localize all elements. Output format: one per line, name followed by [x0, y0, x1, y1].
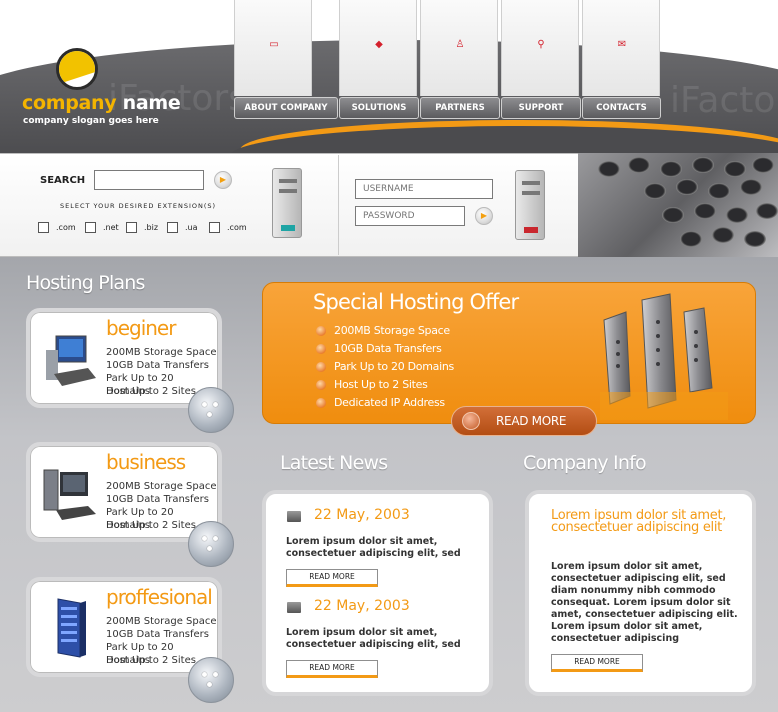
news-read-more-button[interactable]: READ MORE: [286, 660, 378, 678]
folder-icon: [287, 511, 301, 522]
server-towers-icon: [600, 293, 728, 420]
bullet-icon: [316, 362, 326, 372]
extension-label: .biz: [144, 223, 159, 232]
id-card-icon: ▭: [269, 39, 279, 50]
button-orb-icon: [462, 412, 480, 430]
extensions-label: SELECT YOUR DESIRED EXTENSION(S): [60, 202, 217, 210]
perforated-metal-image: [578, 153, 778, 257]
folder-icon: [287, 602, 301, 613]
plan-feature: Host Up to 2 Sites: [106, 386, 196, 397]
plan-more-button[interactable]: [188, 521, 234, 567]
plan-card-proffesional: proffesional 200MB Storage Space 10GB Da…: [26, 577, 222, 677]
plan-more-button[interactable]: [188, 387, 234, 433]
plan-name: proffesional: [106, 585, 213, 609]
nav-panel-support[interactable]: ⚲: [501, 0, 579, 96]
extension-checkbox[interactable]: [126, 222, 137, 233]
plan-name: business: [106, 450, 186, 474]
company-info-text: Lorem ipsum dolor sit amet, consectetuer…: [551, 561, 738, 644]
extension-label: .ua: [185, 223, 198, 232]
plan-feature: Park Up to 20 Domains: [106, 373, 174, 397]
offer-item: Dedicated IP Address: [334, 396, 445, 409]
network-icon: ⚲: [537, 39, 545, 50]
offer-item: Host Up to 2 Sites: [334, 378, 428, 391]
nav-about-company[interactable]: ABOUT COMPANY: [234, 97, 338, 119]
extension-checkbox[interactable]: [209, 222, 220, 233]
plan-feature: Park Up to 20 Domains: [106, 507, 174, 531]
news-text: Lorem ipsum dolor sit amet, consectetuer…: [286, 536, 461, 559]
offer-item: Park Up to 20 Domains: [334, 360, 454, 373]
nav-panel-contacts[interactable]: ✉: [582, 0, 660, 96]
plan-more-button[interactable]: [188, 657, 234, 703]
extension-label: .com: [227, 223, 247, 232]
plan-feature: 10GB Data Transfers: [106, 494, 209, 505]
watermark: iFactors: [670, 80, 778, 121]
offer-item: 10GB Data Transfers: [334, 342, 442, 355]
person-icon: ♙: [455, 39, 465, 50]
plan-name: beginer: [106, 316, 176, 340]
nav-support[interactable]: SUPPORT: [501, 97, 581, 119]
company-name-part1: company: [22, 92, 117, 114]
offer-read-more-button[interactable]: READ MORE: [451, 406, 597, 436]
computer-icon: [46, 335, 96, 386]
server-tower-icon: [515, 170, 545, 240]
extension-checkbox[interactable]: [38, 222, 49, 233]
server-tower-icon: [272, 168, 302, 238]
watermark: iFactors: [108, 78, 247, 119]
plan-feature: 200MB Storage Space: [106, 616, 217, 627]
plan-feature: 10GB Data Transfers: [106, 629, 209, 640]
extension-checkbox[interactable]: [167, 222, 178, 233]
plan-feature: Park Up to 20 Domains: [106, 642, 174, 666]
company-info-title: Company Info: [523, 452, 647, 474]
news-date: 22 May, 2003: [314, 598, 410, 614]
plan-card-business: business 200MB Storage Space 10GB Data T…: [26, 442, 222, 542]
nav-solutions[interactable]: SOLUTIONS: [339, 97, 419, 119]
login-go-button[interactable]: ▶: [475, 207, 493, 225]
offer-read-more-label: READ MORE: [496, 414, 567, 428]
nav-panel-partners[interactable]: ♙: [420, 0, 498, 96]
news-date: 22 May, 2003: [314, 507, 410, 523]
news-text: Lorem ipsum dolor sit amet, consectetuer…: [286, 627, 461, 650]
latest-news-title: Latest News: [280, 452, 388, 474]
offer-title: Special Hosting Offer: [313, 290, 519, 314]
bullet-icon: [316, 380, 326, 390]
search-input[interactable]: [94, 170, 204, 190]
extension-checkbox[interactable]: [85, 222, 96, 233]
hosting-plans-title: Hosting Plans: [26, 272, 145, 294]
nav-contacts[interactable]: CONTACTS: [582, 97, 661, 119]
envelope-icon: ✉: [617, 39, 627, 50]
extension-label: .net: [103, 223, 119, 232]
plan-feature: Host Up to 2 Sites: [106, 520, 196, 531]
extension-label: .com: [56, 223, 76, 232]
workstation-icon: [43, 469, 96, 520]
server-rack-icon: [57, 598, 86, 658]
bullet-icon: [316, 326, 326, 336]
password-input[interactable]: [355, 206, 465, 226]
plan-feature: Host Up to 2 Sites: [106, 655, 196, 666]
offer-item: 200MB Storage Space: [334, 324, 450, 337]
plan-feature: 200MB Storage Space: [106, 347, 217, 358]
company-info-read-more-button[interactable]: READ MORE: [551, 654, 643, 672]
logo-icon: [56, 48, 98, 90]
news-read-more-button[interactable]: READ MORE: [286, 569, 378, 587]
nav-partners[interactable]: PARTNERS: [420, 97, 500, 119]
search-go-button[interactable]: ▶: [214, 171, 232, 189]
username-input[interactable]: [355, 179, 493, 199]
search-label: SEARCH: [40, 175, 86, 186]
toolbar-divider: [338, 155, 339, 255]
plan-feature: 200MB Storage Space: [106, 481, 217, 492]
plan-feature: 10GB Data Transfers: [106, 360, 209, 371]
bullet-icon: [316, 398, 326, 408]
nav-panel-solutions[interactable]: ◆: [339, 0, 417, 96]
plan-card-beginer: beginer 200MB Storage Space 10GB Data Tr…: [26, 308, 222, 408]
company-info-heading: Lorem ipsum dolor sit amet, consectetuer…: [551, 508, 727, 535]
company-slogan: company slogan goes here: [23, 116, 159, 126]
company-name-part2: name: [116, 92, 181, 114]
nav-panel-about[interactable]: ▭: [234, 0, 312, 96]
company-name: company name: [22, 92, 181, 114]
diamond-cluster-icon: ◆: [375, 39, 383, 50]
bullet-icon: [316, 344, 326, 354]
